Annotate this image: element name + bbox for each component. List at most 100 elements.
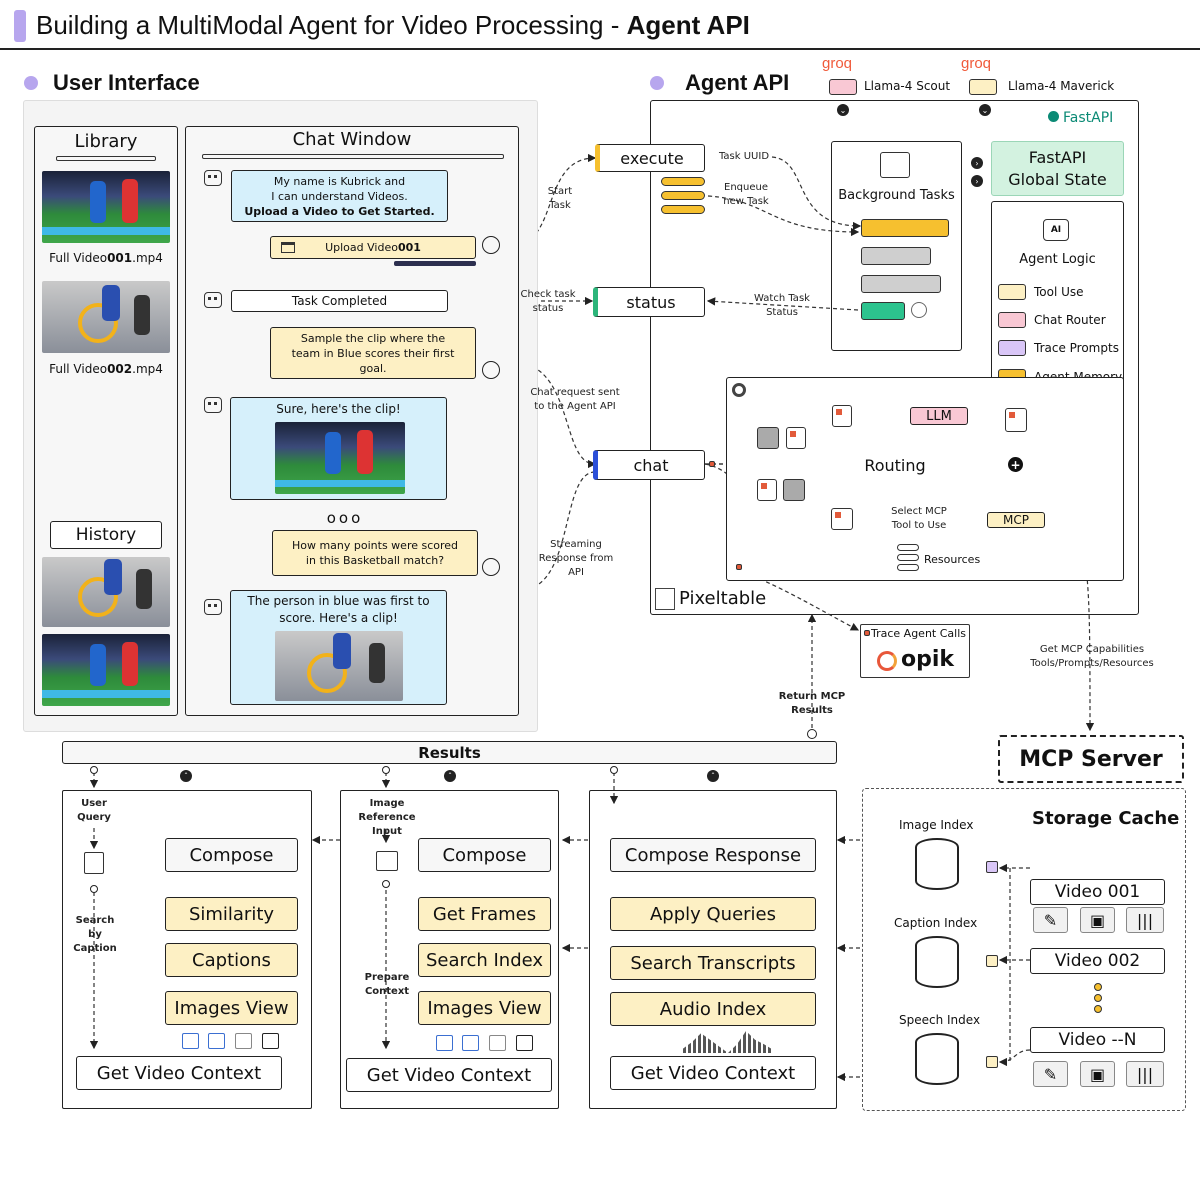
- storage-cache-title: Storage Cache: [1032, 808, 1180, 829]
- waveform-icon[interactable]: |||: [1126, 1061, 1164, 1087]
- bot-icon: [204, 292, 222, 308]
- col2-search-index[interactable]: Search Index: [418, 943, 551, 977]
- legend-swatch-trace-prompts: [998, 340, 1026, 356]
- page-title-text: Building a MultiModal Agent for Video Pr…: [36, 10, 627, 40]
- pencil-icon[interactable]: ✎: [1033, 1061, 1068, 1087]
- chevron-right-icon[interactable]: ›: [971, 175, 983, 187]
- more-dot-3: [1094, 1005, 1102, 1013]
- col1-get-video-context[interactable]: Get Video Context: [76, 1056, 282, 1090]
- library-divider: [56, 156, 156, 161]
- col3-audio-index[interactable]: Audio Index: [610, 992, 816, 1026]
- bot-icon: [204, 397, 222, 413]
- router-node-gray-1: [757, 427, 779, 449]
- storage-cache-panel: [862, 788, 1186, 1111]
- agent-logic-title: Agent Logic: [1019, 251, 1096, 267]
- user-question-1: Sample the clip where the team in Blue s…: [270, 327, 476, 379]
- col1-images-view[interactable]: Images View: [165, 991, 298, 1025]
- agent-section-title: Agent API: [685, 70, 790, 95]
- history-thumb-basketball[interactable]: [42, 557, 170, 627]
- chevron-up-icon[interactable]: ˆ: [707, 770, 719, 782]
- pencil-icon[interactable]: ✎: [1033, 907, 1068, 933]
- chat-endpoint[interactable]: chat: [593, 450, 705, 480]
- video-2-suffix: .mp4: [132, 362, 163, 376]
- col3-apply-queries[interactable]: Apply Queries: [610, 897, 816, 931]
- label-return-mcp: Return MCP Results: [778, 691, 846, 716]
- video-n-item[interactable]: Video --N: [1030, 1027, 1165, 1053]
- library-video-1-name: Full Video 001.mp4: [34, 250, 178, 266]
- ai-chip-icon: AI: [1043, 219, 1069, 241]
- chevron-down-icon[interactable]: ⌄: [979, 104, 991, 116]
- history-thumb-soccer[interactable]: [42, 634, 170, 706]
- bot-answer-1-text: Sure, here's the clip!: [276, 402, 401, 416]
- video-001-item[interactable]: Video 001: [1030, 879, 1165, 905]
- image-icon[interactable]: ▣: [1080, 1061, 1115, 1087]
- user-avatar-icon: [482, 558, 500, 576]
- image-icon: [436, 1035, 453, 1051]
- task-slot-idle-2: [861, 275, 941, 293]
- more-dot-2: [1094, 994, 1102, 1002]
- col1-similarity[interactable]: Similarity: [165, 897, 298, 931]
- chat-output-port: [709, 461, 715, 467]
- chat-window-title: Chat Window: [292, 128, 412, 150]
- chevron-up-icon[interactable]: ˆ: [444, 770, 456, 782]
- bot-answer-1-bubble: Sure, here's the clip!: [230, 397, 447, 500]
- col3-search-transcripts[interactable]: Search Transcripts: [610, 946, 816, 980]
- llm-node: LLM: [910, 407, 968, 425]
- label-enqueue: Enqueue new Task: [723, 182, 769, 207]
- col3-get-video-context[interactable]: Get Video Context: [610, 1056, 816, 1090]
- router-node-1: [786, 427, 806, 449]
- chevron-up-icon[interactable]: ˆ: [180, 770, 192, 782]
- trace-port: [736, 564, 742, 570]
- video-002-item[interactable]: Video 002: [1030, 948, 1165, 974]
- image-icon[interactable]: ▣: [1080, 907, 1115, 933]
- header-accent: [14, 10, 26, 42]
- history-title[interactable]: History: [50, 521, 162, 549]
- status-endpoint[interactable]: status: [593, 287, 705, 317]
- merge-plus-icon: +: [1008, 457, 1023, 472]
- router-node-2: [757, 479, 777, 501]
- image-icon: [182, 1033, 199, 1049]
- chevron-right-icon[interactable]: ›: [971, 157, 983, 169]
- legend-label-tool-use: Tool Use: [1034, 285, 1084, 299]
- gear-icon: [732, 383, 746, 397]
- llm-output-node: [1005, 408, 1027, 432]
- col1-captions[interactable]: Captions: [165, 943, 298, 977]
- library-title: Library: [74, 130, 138, 152]
- label-watch-status: Watch Task Status: [754, 293, 810, 318]
- image-icon: [262, 1033, 279, 1049]
- bot-answer-2-bubble: The person in blue was first to score. H…: [230, 590, 447, 705]
- resources-label: Resources: [924, 553, 981, 566]
- col2-mid-label: Prepare Context: [364, 972, 410, 997]
- col3-compose-response[interactable]: Compose Response: [610, 838, 816, 872]
- col2-compose[interactable]: Compose: [418, 838, 551, 872]
- results-port-2: [382, 766, 390, 774]
- background-tasks-panel: [831, 141, 962, 351]
- image-icon: [489, 1035, 506, 1051]
- chevron-down-icon[interactable]: ⌄: [837, 104, 849, 116]
- page-title: Building a MultiModal Agent for Video Pr…: [36, 8, 750, 42]
- col2-images-view[interactable]: Images View: [418, 991, 551, 1025]
- results-port-3: [610, 766, 618, 774]
- resources-stack-icon: [897, 544, 919, 576]
- ui-section-dot: [24, 76, 38, 90]
- waveform-icon[interactable]: |||: [1126, 907, 1164, 933]
- execute-endpoint[interactable]: execute: [595, 144, 705, 172]
- answer-clip-soccer[interactable]: [275, 422, 405, 494]
- col2-get-frames[interactable]: Get Frames: [418, 897, 551, 931]
- upload-video-message[interactable]: Upload Video 001: [270, 236, 476, 259]
- col2-get-video-context[interactable]: Get Video Context: [346, 1058, 552, 1092]
- return-mcp-port: [807, 729, 817, 739]
- answer-clip-basketball[interactable]: [275, 631, 403, 701]
- ui-section-title: User Interface: [53, 70, 200, 95]
- label-task-uuid: Task UUID: [718, 151, 770, 162]
- results-port-1: [90, 766, 98, 774]
- video-2-prefix: Full Video: [49, 362, 108, 376]
- agent-api-panel: [650, 100, 1139, 615]
- video-thumb-basketball[interactable]: [42, 281, 170, 353]
- page-title-bold: Agent API: [626, 10, 750, 40]
- video-thumb-soccer[interactable]: [42, 171, 170, 243]
- pixeltable-text: Pixeltable: [679, 588, 767, 609]
- col1-compose[interactable]: Compose: [165, 838, 298, 872]
- image-reference-icon: [376, 851, 398, 871]
- tasks-icon: [880, 152, 910, 178]
